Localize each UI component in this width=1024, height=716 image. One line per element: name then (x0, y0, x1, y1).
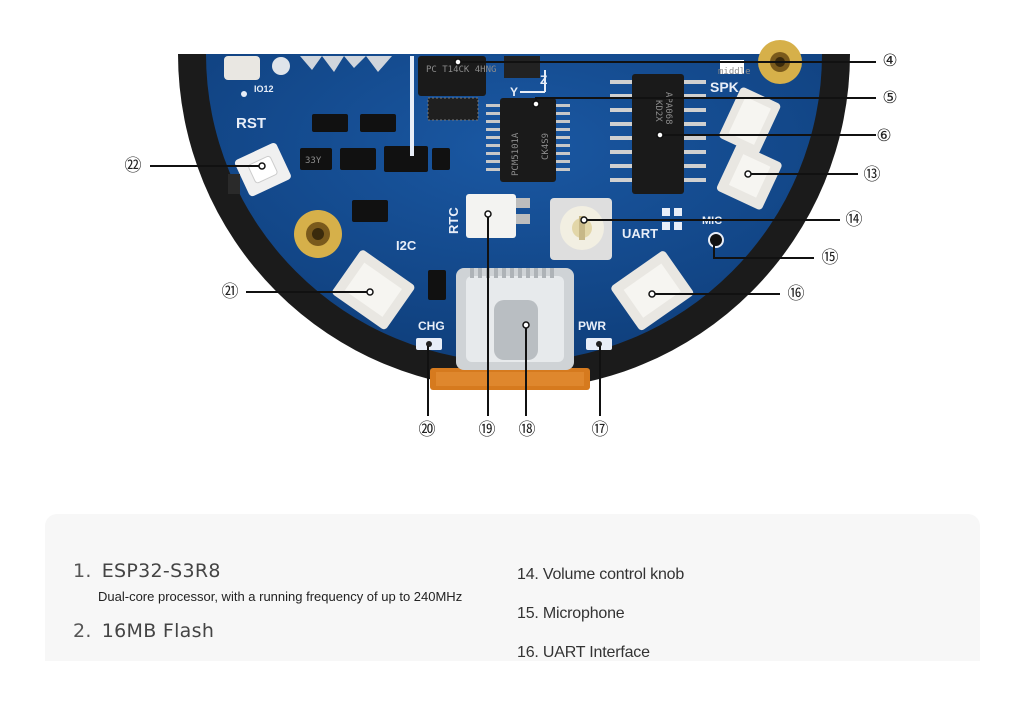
callout-13: ⑬ (864, 165, 881, 185)
callout-17: ⑰ (592, 420, 609, 440)
connector-6 (719, 87, 781, 155)
callout-5: ⑤ (882, 88, 897, 108)
volume-knob (550, 198, 612, 260)
callout-14: ⑭ (846, 210, 863, 230)
spec-item-2: 2. 16MB Flash (73, 620, 462, 642)
callout-22: ㉒ (125, 156, 142, 176)
spec-item-2-number: 2. (73, 620, 92, 642)
pwr-led: PWR (578, 319, 612, 350)
callout-15: ⑮ (822, 248, 839, 268)
callout-21: ㉑ (222, 282, 239, 302)
spec-column-left: 1. ESP32-S3R8 Dual-core processor, with … (73, 560, 462, 642)
smd-cluster: 33Y (300, 56, 450, 222)
silk-i2c: I2C (396, 238, 417, 253)
callout-lines (150, 61, 876, 416)
spec-item-1-number: 1. (73, 560, 92, 582)
silk-pwr: PWR (578, 319, 606, 333)
silk-rtc: RTC (446, 207, 461, 234)
spec-item-1: 1. ESP32-S3R8 Dual-core processor, with … (73, 560, 462, 604)
spec-item-15: 15. Microphone (517, 605, 625, 622)
spec-panel: 1. ESP32-S3R8 Dual-core processor, with … (45, 514, 980, 661)
apa-label: APA068 (663, 92, 673, 125)
spec-item-1-description: Dual-core processor, with a running freq… (98, 589, 463, 604)
silk-y: Y (510, 85, 518, 99)
silk-rst: RST (236, 115, 266, 132)
silk-uart: UART (622, 226, 658, 241)
chip-33y: 33Y (305, 156, 322, 166)
spec-item-14: 14. Volume control knob (517, 566, 685, 583)
silk-middle: middle (718, 67, 751, 77)
callout-dots (258, 58, 752, 329)
usb-c-port (456, 268, 574, 370)
callout-18: ⑱ (519, 420, 536, 440)
silk-spk: SPK (710, 79, 739, 95)
spec-column-right: 14. Volume control knob 15. Microphone 1… (517, 566, 684, 661)
pcm-sub-label: CK4S9 (541, 133, 551, 160)
imu-label: PC T14CK 4HNG (426, 65, 496, 75)
top-left-parts: IO12 (224, 56, 392, 97)
callout-4: ④ (882, 51, 897, 71)
apa-sub-label: KD2X (653, 100, 663, 122)
pcm-dac-chip: PCM5101A CK4S9 (486, 98, 570, 182)
spec-item-1-title: ESP32-S3R8 (101, 560, 221, 582)
speaker-header: middle SPK (710, 60, 751, 95)
spec-item-2-title: 16MB Flash (101, 620, 215, 642)
callout-16: ⑯ (788, 284, 805, 304)
silk-chg: CHG (418, 319, 445, 333)
callout-6: ⑥ (876, 126, 891, 146)
i2c-connector: I2C (332, 238, 446, 330)
board-diagram: IO12 RST 33Y PC T14CK 4HNG Y Z (125, 40, 898, 440)
spec-item-16: 16. UART Interface (517, 644, 650, 661)
silk-z: Z (540, 73, 547, 87)
silk-io12: IO12 (254, 84, 274, 94)
imu-chip: PC T14CK 4HNG (418, 56, 496, 121)
chg-led: CHG (416, 319, 445, 350)
callout-20: ⑳ (419, 420, 436, 440)
pcm-label: PCM5101A (511, 132, 521, 176)
microphone-hole (708, 232, 724, 248)
callout-labels: ④ ⑤ ⑥ ⑬ ⑭ ⑮ ⑯ ⑰ ⑱ ⑲ ⑳ ㉑ ㉒ (125, 51, 898, 440)
callout-19: ⑲ (479, 420, 496, 440)
